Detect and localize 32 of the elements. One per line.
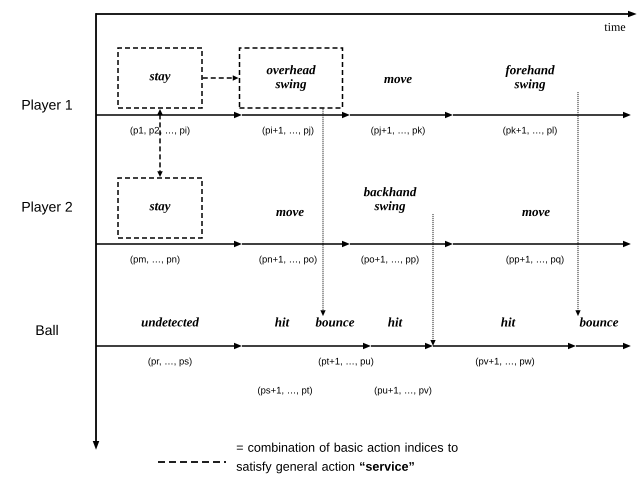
row-label: Player 2 [22, 201, 72, 215]
index-label: (po+1, …, pp) [361, 256, 419, 264]
index-label: (pt+1, …, pu) [318, 358, 374, 366]
index-label: (pj+1, …, pk) [371, 126, 425, 136]
index-label: (pr, …, ps) [148, 358, 192, 366]
index-label: (pv+1, …, pw) [476, 358, 534, 366]
action-label: backhand swing [364, 187, 417, 213]
dashed-box: stay [117, 47, 203, 109]
index-label: (pp+1, …, pq) [506, 256, 564, 264]
action-label: move [276, 210, 304, 216]
action-label: move [384, 76, 412, 84]
action-label: bounce [580, 317, 618, 327]
dashed-box: overhead swing [238, 47, 344, 109]
action-label: forehand swing [505, 65, 555, 91]
legend-text: = combination of basic action indices to satisfy general action “service” [236, 442, 458, 474]
action-label: hit [275, 317, 290, 327]
index-label: (pu+1, …, pv) [374, 386, 432, 396]
index-label: (ps+1, …, pt) [258, 386, 312, 396]
action-label: bounce [316, 317, 354, 327]
row-label: Player 1 [22, 99, 72, 113]
axis-label: time [604, 22, 626, 32]
action-label: move [522, 210, 550, 216]
index-label: (pn+1, …, po) [259, 256, 317, 264]
action-label: hit [388, 317, 403, 327]
index-label: (pk+1, …, pl) [503, 126, 557, 136]
row-label: Ball [36, 324, 58, 336]
action-label: hit [501, 317, 516, 327]
index-label: (pm, …, pn) [130, 256, 180, 264]
index-label: (p1, p2, …, pi) [130, 126, 190, 136]
dashed-box: stay [117, 177, 203, 239]
action-label: undetected [142, 317, 200, 327]
index-label: (pi+1, …, pj) [262, 126, 314, 136]
